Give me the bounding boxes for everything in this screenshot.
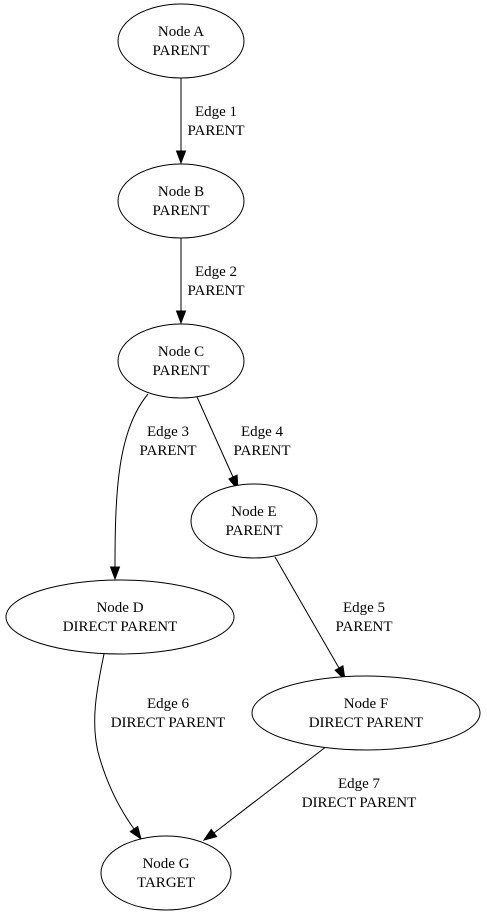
node-e[interactable]: Node E PARENT bbox=[190, 483, 318, 559]
node-b-name: Node B bbox=[158, 184, 204, 200]
node-d-name: Node D bbox=[96, 600, 143, 616]
node-e-type: PARENT bbox=[226, 523, 283, 539]
edge-6-name: Edge 6 bbox=[147, 696, 190, 712]
node-f-type: DIRECT PARENT bbox=[309, 715, 424, 731]
node-c[interactable]: Node C PARENT bbox=[117, 323, 245, 399]
node-g-type: TARGET bbox=[137, 875, 195, 891]
edge-5-name: Edge 5 bbox=[343, 600, 385, 616]
edge-1-name: Edge 1 bbox=[195, 104, 237, 120]
edge-7: Edge 7 DIRECT PARENT bbox=[202, 745, 417, 841]
edge-1-type: PARENT bbox=[188, 123, 245, 139]
node-c-type: PARENT bbox=[153, 363, 210, 379]
node-g[interactable]: Node G TARGET bbox=[100, 835, 232, 911]
node-d-type: DIRECT PARENT bbox=[63, 619, 178, 635]
node-g-name: Node G bbox=[142, 856, 189, 872]
edge-5: Edge 5 PARENT bbox=[274, 556, 393, 682]
edge-6: Edge 6 DIRECT PARENT bbox=[94, 653, 226, 841]
edge-7-type: DIRECT PARENT bbox=[302, 795, 417, 811]
edge-2-name: Edge 2 bbox=[195, 264, 237, 280]
node-a-type: PARENT bbox=[153, 43, 210, 59]
node-f-name: Node F bbox=[344, 696, 389, 712]
edge-7-name: Edge 7 bbox=[338, 776, 381, 792]
node-c-name: Node C bbox=[158, 344, 204, 360]
edge-1: Edge 1 PARENT bbox=[175, 78, 245, 165]
edge-3-type: PARENT bbox=[140, 443, 197, 459]
node-f[interactable]: Node F DIRECT PARENT bbox=[251, 675, 481, 751]
node-b[interactable]: Node B PARENT bbox=[117, 163, 245, 239]
edge-3-name: Edge 3 bbox=[147, 424, 189, 440]
node-b-type: PARENT bbox=[153, 203, 210, 219]
edge-4-name: Edge 4 bbox=[241, 424, 284, 440]
node-a[interactable]: Node A PARENT bbox=[117, 3, 245, 79]
node-e-name: Node E bbox=[231, 504, 276, 520]
node-a-name: Node A bbox=[158, 24, 204, 40]
edge-4-type: PARENT bbox=[234, 443, 291, 459]
edge-4: Edge 4 PARENT bbox=[196, 396, 291, 492]
edge-5-type: PARENT bbox=[336, 619, 393, 635]
edge-2-type: PARENT bbox=[188, 283, 245, 299]
edge-3: Edge 3 PARENT bbox=[109, 393, 197, 581]
node-d[interactable]: Node D DIRECT PARENT bbox=[5, 579, 235, 655]
edge-2: Edge 2 PARENT bbox=[175, 238, 245, 325]
edge-6-type: DIRECT PARENT bbox=[111, 715, 226, 731]
